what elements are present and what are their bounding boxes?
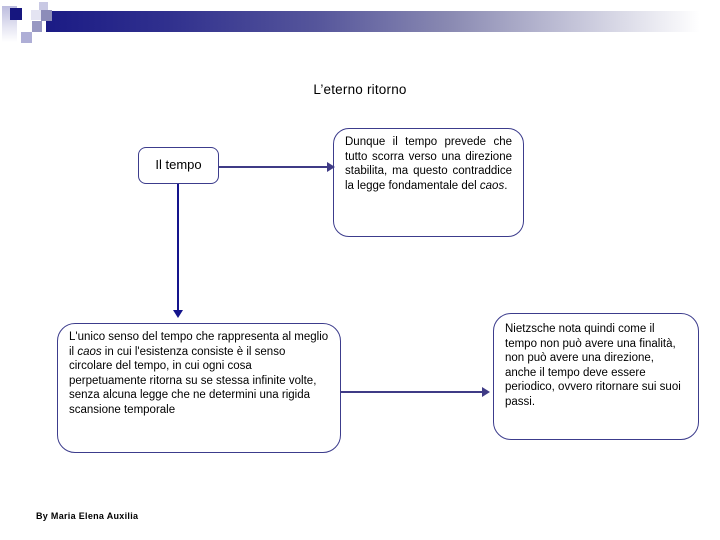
mosaic-square-slate-mid [32, 21, 42, 32]
arrow-down-icon [173, 310, 183, 318]
connector-il-tempo-to-dunque [219, 166, 327, 168]
box-unico-italic: caos [77, 345, 102, 358]
slide-title: L’eterno ritorno [313, 82, 407, 97]
connector-il-tempo-to-unico [177, 184, 179, 310]
arrow-right-icon [327, 162, 335, 172]
mosaic-square-pale-top [39, 2, 48, 11]
box-il-tempo: Il tempo [138, 147, 219, 184]
box-nietzsche-text: Nietzsche nota quindi come il tempo non … [505, 323, 681, 408]
arrow-right-icon [482, 387, 490, 397]
connector-unico-to-nietzsche [340, 391, 482, 393]
box-unico-text: L'unico senso del tempo che rappresenta … [69, 331, 329, 358]
banner-gradient-bar [46, 11, 720, 32]
box-unico-senso: L'unico senso del tempo che rappresenta … [57, 323, 341, 453]
author-credit: By Maria Elena Auxilia [36, 511, 139, 521]
box-nietzsche: Nietzsche nota quindi come il tempo non … [493, 313, 699, 440]
mosaic-square-lilac [21, 32, 32, 43]
box-dunque-text-end: . [504, 179, 508, 192]
mosaic-square-slate-right [41, 10, 52, 21]
mosaic-square-navy [10, 8, 22, 20]
box-il-tempo-label: Il tempo [155, 157, 202, 173]
box-dunque-text: Dunque il tempo prevede che tutto scorra… [345, 136, 512, 192]
box-dunque-italic: caos [479, 179, 505, 192]
box-unico-text-end: in cui l'esistenza consiste è il senso c… [69, 345, 317, 416]
mosaic-square-pale-left [31, 10, 41, 20]
box-dunque: Dunque il tempo prevede che tutto scorra… [333, 128, 524, 237]
